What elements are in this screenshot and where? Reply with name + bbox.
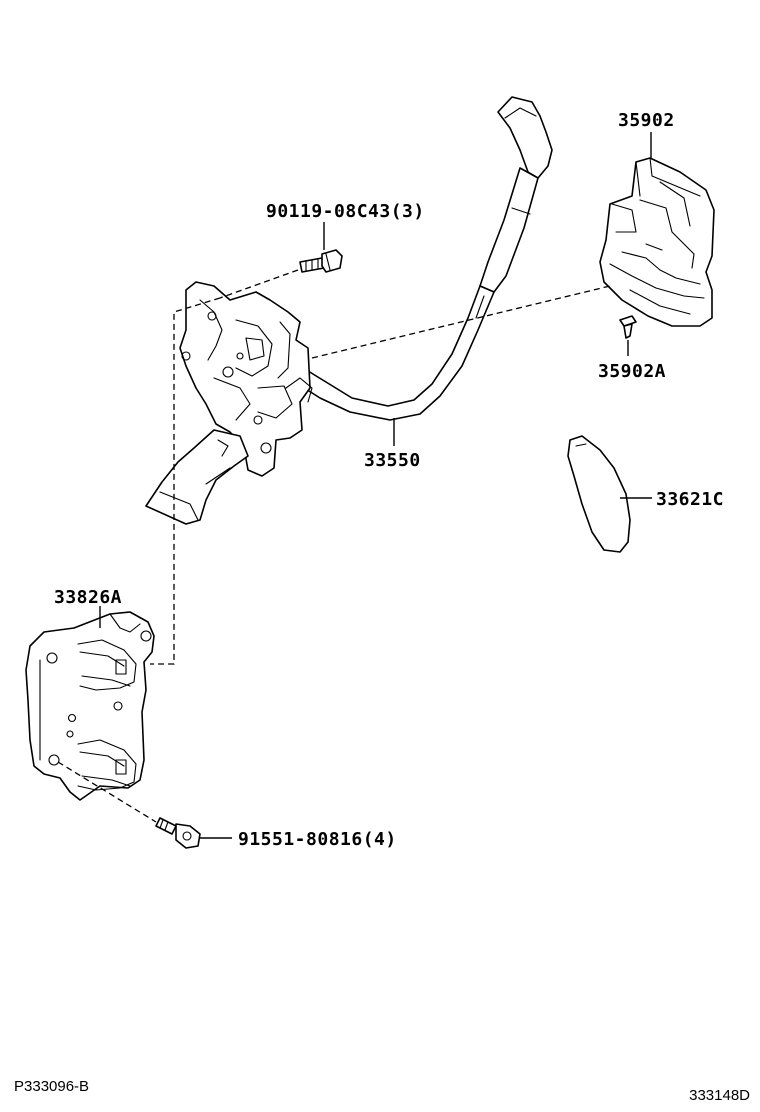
label-bolt-top: 90119-08C43(3) [266,201,425,222]
label-cover: 35902 [618,110,675,131]
assembly-dashed-lines [57,269,611,823]
shift-lever-base [145,281,313,525]
label-clip: 35902A [598,361,666,382]
bolt-top-icon [299,249,343,273]
console-cover [599,157,715,327]
shift-lever-rod [291,96,553,421]
lever-boot [567,435,631,553]
footer-left-code: P333096-B [14,1078,89,1095]
bolt-bottom-icon [155,817,201,849]
footer-right-code: 333148D [689,1087,750,1104]
label-bolt-bottom: 91551-80816(4) [238,829,397,850]
mounting-bracket [25,611,155,801]
label-lever: 33550 [364,450,421,471]
leader-lines [99,132,652,839]
clip-icon [619,315,637,339]
label-bracket: 33826A [54,587,122,608]
label-boot: 33621C [656,489,724,510]
